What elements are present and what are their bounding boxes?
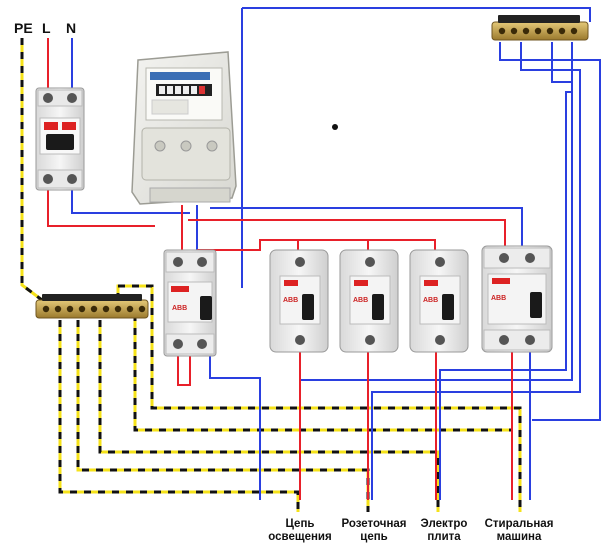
pe-wires xyxy=(20,38,522,512)
label-stove-line1: Электро xyxy=(420,518,468,530)
brand-mark-washer: ABB xyxy=(491,295,506,302)
breaker-stove xyxy=(409,249,469,353)
l-label: L xyxy=(42,20,51,36)
label-washer-line2: машина xyxy=(496,531,542,544)
breaker-sockets xyxy=(339,249,399,353)
label-sockets-circuit: Розеточная цепь xyxy=(334,518,414,544)
label-sockets-line1: Розеточная xyxy=(341,518,407,530)
pe-busbar xyxy=(35,294,149,319)
main-breaker xyxy=(35,87,85,191)
phase-wires xyxy=(47,38,513,500)
label-washer-line1: Стиральная xyxy=(484,518,554,530)
pe-label: PE xyxy=(14,20,33,36)
energy-meter xyxy=(131,51,237,205)
center-dot xyxy=(332,124,338,130)
brand-mark-rcd: ABB xyxy=(172,305,187,312)
label-lighting-line1: Цепь xyxy=(285,518,315,530)
label-stove-line2: плита xyxy=(427,531,461,544)
rcd-main xyxy=(163,249,217,357)
neutral-busbar xyxy=(491,15,589,41)
neutral-wires xyxy=(71,7,601,500)
diff-breaker-washer xyxy=(481,245,553,353)
label-sockets-line2: цепь xyxy=(360,531,388,544)
brand-mark-sockets: ABB xyxy=(353,297,368,304)
label-lighting-circuit: Цепь освещения xyxy=(262,518,338,544)
n-label: N xyxy=(66,20,77,36)
brand-mark-stove: ABB xyxy=(423,297,438,304)
brand-mark-lighting: ABB xyxy=(283,297,298,304)
label-lighting-line2: освещения xyxy=(268,531,332,544)
breaker-lighting xyxy=(269,249,329,353)
label-stove-circuit: Электро плита xyxy=(414,518,474,544)
label-washer-circuit: Стиральная машина xyxy=(476,518,562,544)
